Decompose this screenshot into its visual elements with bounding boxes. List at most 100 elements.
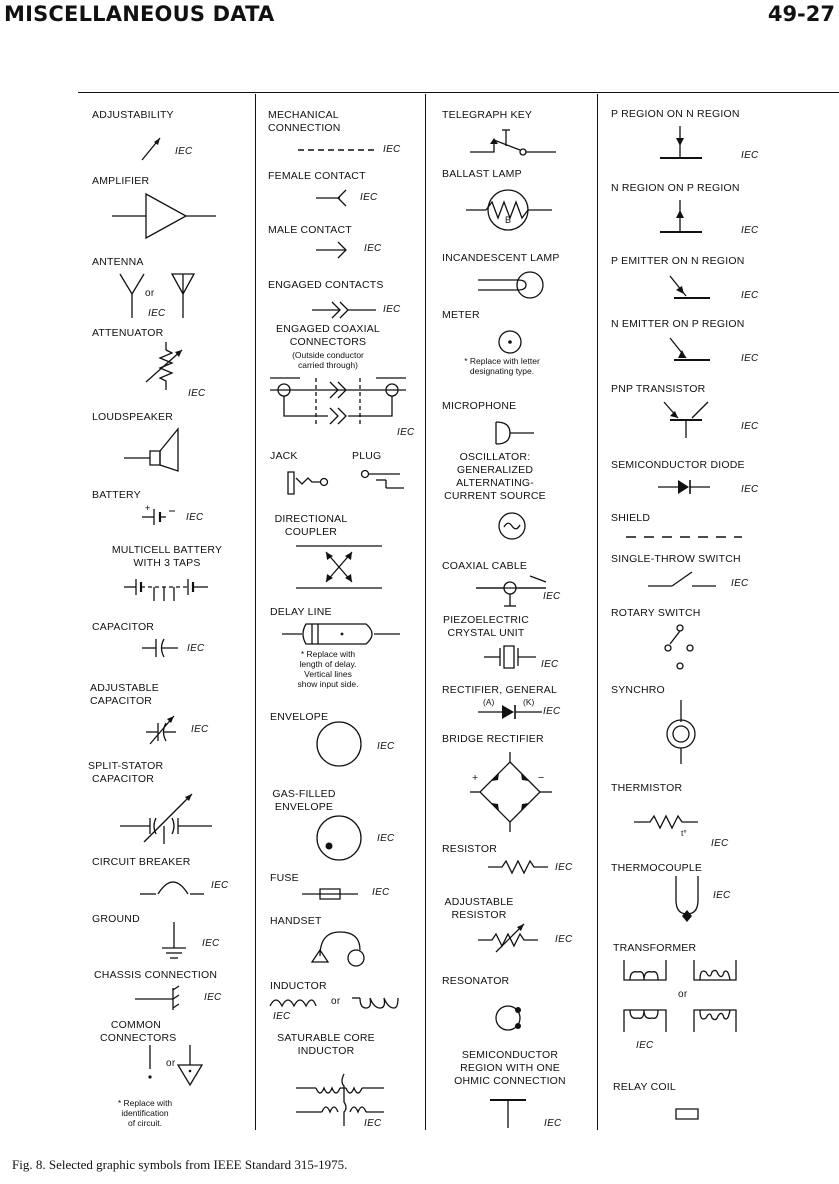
handset-symbol-icon [310,928,366,968]
label-oscillator: OSCILLATOR: GENERALIZED ALTERNATING- CUR… [444,451,546,502]
label-male-contact: MALE CONTACT [268,224,352,236]
telegraph-key-symbol-icon [470,124,556,156]
chassis-connection-symbol-icon [135,986,185,1012]
or-word: or [331,996,341,1007]
capacitor-symbol-icon [142,637,178,659]
label-loudspeaker: LOUDSPEAKER [92,411,173,423]
male-contact-symbol-icon [316,240,350,260]
or-word: or [145,288,155,299]
ballast-lamp-symbol-icon [466,188,552,234]
attenuator-symbol-icon [140,342,190,392]
page-number: 49-27 [767,2,835,26]
label-adjustability: ADJUSTABILITY [92,109,174,121]
label-thermocouple: THERMOCOUPLE [611,862,703,874]
iec-tag: IEC [555,934,573,945]
iec-tag: IEC [273,1011,291,1022]
label-incandescent-lamp: INCANDESCENT LAMP [442,252,560,264]
label-telegraph-key: TELEGRAPH KEY [442,109,533,121]
column-divider [597,94,598,1130]
label-bridge-rectifier: BRIDGE RECTIFIER [442,733,544,745]
label-microphone: MICROPHONE [442,400,517,412]
label-thermistor: THERMISTOR [611,782,683,794]
thermistor-symbol-icon [634,814,698,830]
label-engaged-coaxial-connectors: ENGAGED COAXIAL CONNECTORS [276,323,380,348]
iec-tag: IEC [204,992,222,1003]
n-region-on-p-region-symbol-icon [660,200,704,236]
iec-tag: IEC [713,890,731,901]
transformer-alt-symbol-icon [692,960,738,1032]
iec-tag: IEC [202,938,220,949]
shield-symbol-icon [626,534,742,540]
plug-symbol-icon [360,468,410,496]
bridge-minus-label: − [538,772,545,784]
bridge-plus-label: + [472,772,479,784]
piezoelectric-crystal-symbol-icon [484,644,536,670]
rotary-switch-symbol-icon [660,622,700,670]
label-antenna: ANTENNA [92,256,144,268]
label-mechanical-connection: MECHANICAL CONNECTION [268,109,341,134]
iec-tag: IEC [541,659,559,670]
label-amplifier: AMPLIFIER [92,175,150,187]
iec-tag: IEC [711,838,729,849]
ballast-lamp-letter: B [505,215,512,225]
iec-tag: IEC [555,862,573,873]
rectifier-anode-label: (A) [483,697,495,707]
iec-tag: IEC [636,1040,654,1051]
female-contact-symbol-icon [316,188,346,208]
label-gas-filled-envelope: GAS-FILLED ENVELOPE [272,788,336,813]
label-synchro: SYNCHRO [611,684,665,696]
label-pnp-transistor: PNP TRANSISTOR [611,383,706,395]
iec-tag: IEC [741,290,759,301]
svg-text:+: + [145,503,150,513]
loudspeaker-symbol-icon [124,425,182,473]
iec-tag: IEC [741,225,759,236]
label-multicell-battery: MULTICELL BATTERY WITH 3 TAPS [111,544,223,569]
relay-coil-symbol-icon [674,1107,700,1121]
iec-tag: IEC [364,243,382,254]
delay-line-symbol-icon [282,622,400,646]
iec-tag: IEC [188,388,206,399]
split-stator-capacitor-symbol-icon [120,790,212,846]
battery-symbol-icon: + [142,503,176,527]
label-fuse: FUSE [270,872,299,884]
fuse-symbol-icon [302,886,358,902]
bridge-rectifier-symbol-icon [470,752,552,832]
label-envelope: ENVELOPE [270,711,329,723]
iec-tag: IEC [360,192,378,203]
label-jack: JACK [270,450,298,462]
label-resonator: RESONATOR [442,975,510,987]
amplifier-symbol-icon [112,192,216,240]
antenna-symbol-icon [118,272,228,320]
oscillator-symbol-icon [496,510,528,542]
iec-tag: IEC [187,643,205,654]
label-semiconductor-region: SEMICONDUCTOR REGION WITH ONE OHMIC CONN… [454,1049,566,1087]
rectifier-cathode-label: (K) [523,697,535,707]
iec-tag: IEC [544,1118,562,1129]
adjustable-resistor-symbol-icon [478,920,548,954]
iec-tag: IEC [741,353,759,364]
incandescent-lamp-symbol-icon [478,270,548,300]
directional-coupler-symbol-icon [296,542,382,592]
semiconductor-diode-symbol-icon [658,480,710,494]
engaged-contacts-symbol-icon [312,300,376,320]
iec-tag: IEC [397,427,415,438]
label-relay-coil: RELAY COIL [613,1081,676,1093]
or-word: or [678,989,688,1000]
iec-tag: IEC [377,741,395,752]
jack-symbol-icon [286,470,334,498]
p-region-on-n-region-symbol-icon [660,126,704,162]
inductor-alt-symbol-icon [352,996,398,1010]
mechanical-connection-symbol-icon [298,147,378,153]
label-piezoelectric-crystal: PIEZOELECTRIC CRYSTAL UNIT [442,614,530,639]
column-divider [255,94,256,1130]
figure-caption: Fig. 8. Selected graphic symbols from IE… [12,1157,348,1172]
label-p-emitter-on-n-region: P EMITTER ON N REGION [611,255,745,267]
pnp-transistor-symbol-icon [660,400,712,440]
coaxial-connectors-note: (Outside conductor carried through) [292,350,364,370]
label-chassis-connection: CHASSIS CONNECTION [94,969,218,981]
common-connectors-note: * Replace with identification of circuit… [117,1098,173,1128]
multicell-battery-symbol-icon [124,575,208,605]
label-meter: METER [442,309,480,321]
label-split-stator-capacitor: SPLIT-STATOR CAPACITOR [88,760,164,785]
envelope-symbol-icon [315,720,363,768]
